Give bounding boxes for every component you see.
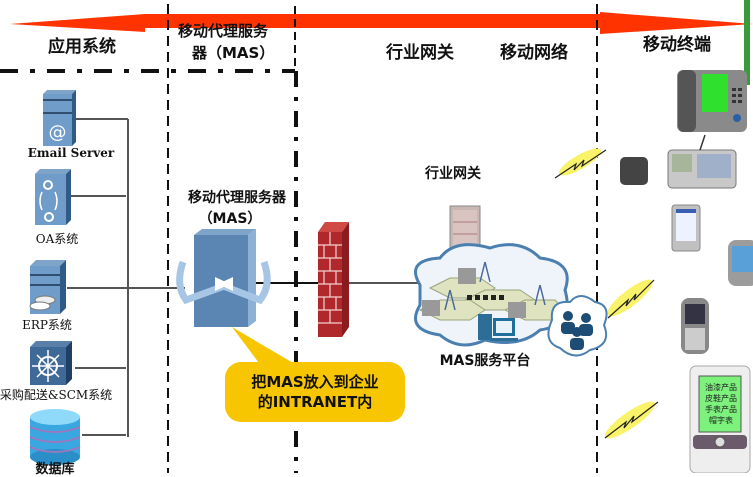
column-header-mas-line2: 器（MAS） (192, 44, 275, 62)
red-flow-arrow-left (10, 14, 145, 32)
red-flow-arrow-right (600, 12, 753, 34)
phone-screen-line: 手表产品 (705, 405, 737, 414)
flip-phone-icon (681, 298, 709, 354)
firewall-icon (318, 222, 349, 337)
wireless-link-icon-2 (607, 279, 655, 319)
users-cloud-icon (547, 295, 608, 357)
mobile-phone-icon (689, 365, 751, 473)
callout-text: 把MAS放入到企业 的INTRANET内 (225, 372, 405, 412)
smartphone-icon (728, 240, 753, 286)
label-erp-system: ERP系统 (22, 318, 72, 332)
red-flow-band (145, 14, 600, 28)
callout-line1: 把MAS放入到企业 (251, 373, 379, 391)
base-station-box (458, 268, 476, 284)
mas-server-icon (176, 229, 271, 327)
label-oa-system: OA系统 (35, 232, 79, 246)
phone-screen-line: 皮鞋产品 (705, 394, 737, 403)
wireless-link-icon-3 (604, 401, 659, 439)
label-scm-system: 采购配送&SCM系统 (0, 388, 113, 402)
database-icon (29, 409, 81, 465)
oa-server-icon (35, 169, 71, 225)
phone-screen-text: 油漆产品 皮鞋产品 手表产品 帽字表 (701, 382, 741, 426)
column-header-mobile-terminal: 移动终端 (643, 35, 711, 55)
gateway-server-icon (449, 205, 481, 251)
phone-screen-line: 帽字表 (709, 416, 733, 425)
callout-bubble (225, 327, 405, 422)
green-antenna-bar (744, 0, 750, 85)
column-header-mobile-network: 移动网络 (500, 43, 568, 63)
column-header-mas-line1: 移动代理服务 (178, 22, 269, 40)
mas-title-line2: （MAS） (198, 211, 262, 227)
label-email-server: Email Server (27, 146, 115, 160)
callout-line2: 的INTRANET内 (257, 393, 373, 411)
column-header-app-systems: 应用系统 (48, 37, 116, 57)
erp-server-icon (29, 260, 66, 314)
desk-phone-icon (677, 70, 747, 132)
router-switch-icon (30, 341, 72, 385)
column-header-industry-gateway: 行业网关 (386, 43, 454, 63)
gateway-label: 行业网关 (425, 166, 481, 182)
email-server-icon: @ (43, 90, 76, 146)
phone-screen-line: 油漆产品 (705, 383, 737, 392)
mas-platform-label: MAS服务平台 (439, 353, 531, 369)
wireless-link-icon-1 (554, 148, 607, 179)
label-database: 数据库 (35, 462, 75, 477)
mobile-network-cloud (414, 243, 569, 347)
mas-title-line1: 移动代理服务器 (188, 190, 286, 206)
mas-platform-computer-icon (478, 314, 518, 341)
fixed-wireless-terminal-icon (620, 134, 737, 189)
svg-text:@: @ (49, 122, 67, 143)
pda-icon (671, 204, 701, 252)
